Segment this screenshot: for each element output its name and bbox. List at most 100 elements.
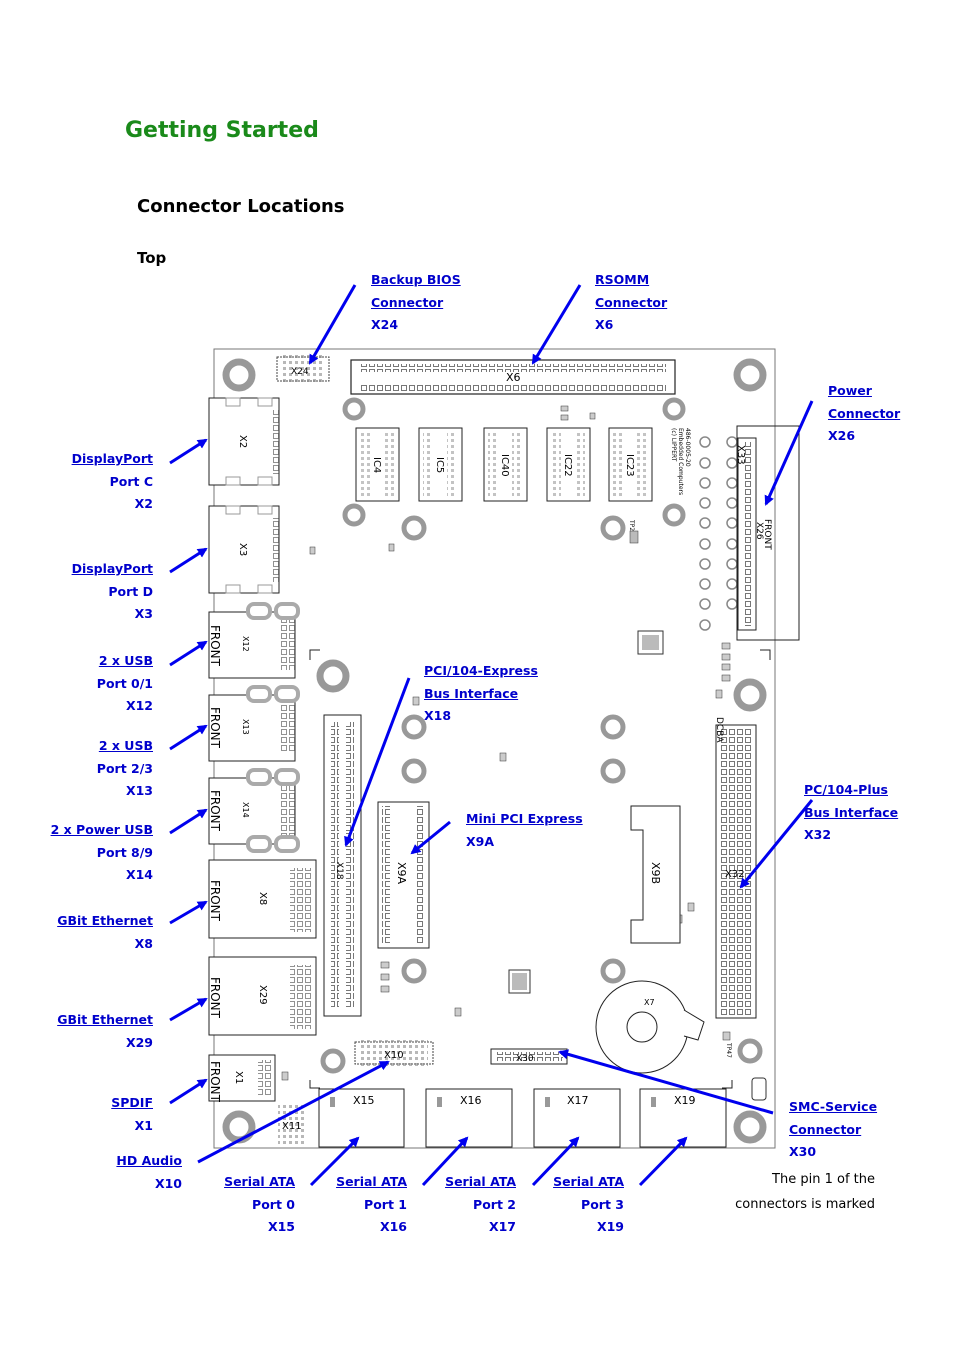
callout-x14-line1[interactable]: 2 x Power USB bbox=[50, 822, 153, 837]
callout-x24-line2[interactable]: Connector bbox=[371, 294, 444, 310]
front-x14: FRONT bbox=[208, 790, 222, 832]
callout-x15[interactable]: Serial ATA Port 0 X15 bbox=[224, 1171, 295, 1239]
pin1-note-line1: The pin 1 of the bbox=[772, 1172, 875, 1187]
mounting-holes bbox=[222, 358, 767, 1144]
silk-x3: X3 bbox=[237, 543, 248, 556]
callout-x15-line2: Port 0 bbox=[252, 1196, 295, 1212]
callout-x13-line2: Port 2/3 bbox=[96, 760, 153, 776]
callout-x24-line1[interactable]: Backup BIOS bbox=[371, 272, 461, 287]
callout-x2-line3: X2 bbox=[134, 496, 153, 511]
callout-x6-line2[interactable]: Connector bbox=[595, 294, 668, 310]
callout-x30-line1[interactable]: SMC-Service bbox=[789, 1099, 878, 1114]
pin1-note: The pin 1 of the connectors is marked bbox=[735, 1167, 875, 1217]
callout-x12-line3: X12 bbox=[125, 698, 153, 713]
callout-x13[interactable]: 2 x USB Port 2/3 X13 bbox=[97, 735, 153, 803]
front-x1: FRONT bbox=[208, 1061, 222, 1103]
silk-x9a: X9A bbox=[395, 862, 408, 885]
silk-x13: X13 bbox=[241, 719, 250, 735]
ic40-label: IC40 bbox=[499, 454, 510, 477]
callout-x32-line2[interactable]: Bus Interface bbox=[804, 804, 899, 820]
callout-x10-line1[interactable]: HD Audio bbox=[116, 1153, 182, 1168]
front-x29: FRONT bbox=[208, 977, 222, 1019]
callout-x30[interactable]: SMC-Service Connector X30 bbox=[789, 1096, 877, 1164]
callout-x12[interactable]: 2 x USB Port 0/1 X12 bbox=[97, 650, 153, 718]
silk-x33: X33 bbox=[735, 445, 746, 465]
callout-x6-line1[interactable]: RSOMM bbox=[595, 272, 650, 287]
silk-x26: X26 bbox=[754, 522, 764, 540]
subsection-heading: Top bbox=[137, 249, 167, 267]
callout-x12-line1[interactable]: 2 x USB bbox=[98, 653, 153, 668]
copyright-3: 486-0005-20 bbox=[684, 428, 691, 467]
callout-x18-line2[interactable]: Bus Interface bbox=[424, 685, 519, 701]
callout-x13-line1[interactable]: 2 x USB bbox=[98, 738, 153, 753]
callout-x14[interactable]: 2 x Power USB Port 8/9 X14 bbox=[51, 819, 153, 887]
callout-x6[interactable]: RSOMM Connector X6 bbox=[595, 269, 667, 337]
callout-x3-line1[interactable]: DisplayPort bbox=[71, 561, 153, 576]
callout-x9a[interactable]: Mini PCI Express X9A bbox=[466, 808, 583, 853]
callout-x1-line1[interactable]: SPDIF bbox=[111, 1095, 153, 1110]
callout-x17[interactable]: Serial ATA Port 2 X17 bbox=[445, 1171, 516, 1239]
callout-x30-line2[interactable]: Connector bbox=[789, 1121, 862, 1137]
front-x13: FRONT bbox=[208, 707, 222, 749]
callout-x18[interactable]: PCI/104-Express Bus Interface X18 bbox=[424, 660, 538, 728]
silk-x29: X29 bbox=[257, 985, 268, 1005]
callout-x19[interactable]: Serial ATA Port 3 X19 bbox=[553, 1171, 624, 1239]
callout-x2-line2: Port C bbox=[109, 473, 153, 489]
callout-x24[interactable]: Backup BIOS Connector X24 bbox=[371, 269, 461, 337]
callout-x8[interactable]: GBit Ethernet X8 bbox=[57, 910, 153, 955]
silk-x9b: X9B bbox=[649, 862, 662, 884]
callout-x8-line1[interactable]: GBit Ethernet bbox=[57, 913, 153, 928]
silk-x6: X6 bbox=[506, 371, 521, 384]
page-title: Getting Started bbox=[125, 118, 319, 143]
silk-x15: X15 bbox=[353, 1094, 375, 1107]
callout-x26-line3: X26 bbox=[828, 428, 856, 443]
x26-front: FRONT bbox=[762, 519, 772, 550]
callout-x32[interactable]: PC/104-Plus Bus Interface X32 bbox=[804, 779, 898, 847]
pin1-note-line2: connectors is marked bbox=[735, 1197, 875, 1212]
callout-x29[interactable]: GBit Ethernet X29 bbox=[57, 1009, 153, 1054]
callout-x15-line1[interactable]: Serial ATA bbox=[224, 1174, 295, 1189]
callout-x18-line3: X18 bbox=[424, 708, 452, 723]
callout-x32-line1[interactable]: PC/104-Plus bbox=[804, 782, 888, 797]
callout-arrows bbox=[169, 284, 814, 1187]
callout-x32-line3: X32 bbox=[804, 827, 832, 842]
callout-x26-line1[interactable]: Power bbox=[828, 383, 872, 398]
callout-x18-line1[interactable]: PCI/104-Express bbox=[424, 663, 538, 678]
callout-x24-line3: X24 bbox=[371, 317, 399, 332]
callout-x30-line3: X30 bbox=[789, 1144, 817, 1159]
callout-x1-line2: X1 bbox=[134, 1117, 153, 1133]
ic4-label: IC4 bbox=[371, 457, 382, 473]
callout-x13-line3: X13 bbox=[125, 783, 153, 798]
silk-x11: X11 bbox=[282, 1121, 302, 1132]
callout-x2-line1[interactable]: DisplayPort bbox=[71, 451, 153, 466]
callout-x16-line1[interactable]: Serial ATA bbox=[336, 1174, 407, 1189]
silk-x14: X14 bbox=[241, 802, 250, 818]
silk-x24: X24 bbox=[291, 367, 309, 377]
callout-x19-line3: X19 bbox=[596, 1219, 624, 1234]
copyright-2: Embedded Computers bbox=[677, 428, 684, 495]
callout-x29-line1[interactable]: GBit Ethernet bbox=[57, 1012, 153, 1027]
callout-x10-line2: X10 bbox=[154, 1175, 182, 1191]
front-x8: FRONT bbox=[208, 880, 222, 922]
callout-x26-line2[interactable]: Connector bbox=[828, 405, 901, 421]
callout-x26[interactable]: Power Connector X26 bbox=[828, 380, 900, 448]
callout-x1[interactable]: SPDIF X1 bbox=[111, 1092, 153, 1137]
copyright-1: (c) LIPPERT bbox=[670, 428, 677, 462]
tp47-label: TP47 bbox=[725, 1042, 732, 1058]
callout-x14-line2: Port 8/9 bbox=[96, 844, 153, 860]
callout-x10[interactable]: HD Audio X10 bbox=[116, 1150, 182, 1195]
callout-x19-line1[interactable]: Serial ATA bbox=[553, 1174, 624, 1189]
silk-x1: X1 bbox=[233, 1071, 244, 1084]
callout-x6-line3: X6 bbox=[595, 317, 614, 332]
silk-x30: X30 bbox=[516, 1054, 534, 1064]
callout-x16[interactable]: Serial ATA Port 1 X16 bbox=[336, 1171, 407, 1239]
callout-x3[interactable]: DisplayPort Port D X3 bbox=[72, 558, 153, 626]
callout-x2[interactable]: DisplayPort Port C X2 bbox=[72, 448, 153, 516]
callout-x9a-line1[interactable]: Mini PCI Express bbox=[466, 811, 583, 826]
silk-x17: X17 bbox=[567, 1094, 589, 1107]
silk-x10: X10 bbox=[384, 1050, 404, 1061]
silk-x2: X2 bbox=[237, 435, 248, 448]
callout-x3-line3: X3 bbox=[134, 606, 153, 621]
callout-x17-line1[interactable]: Serial ATA bbox=[445, 1174, 516, 1189]
